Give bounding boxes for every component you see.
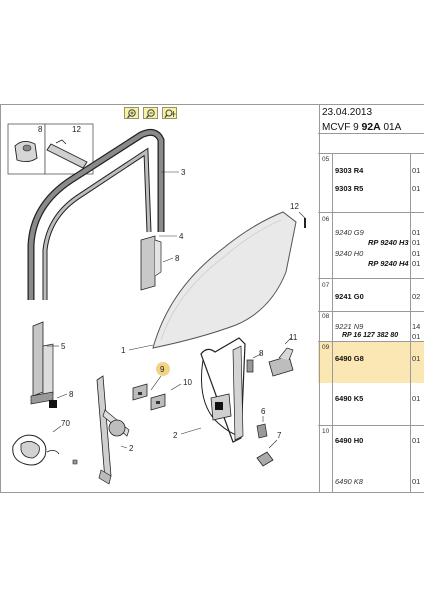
table-col-divider-1 xyxy=(332,153,333,492)
part-reference[interactable]: 6490 H0 xyxy=(335,436,364,445)
part-quantity: 01 xyxy=(412,228,421,237)
fastener-part xyxy=(256,423,268,439)
zoom-out-button[interactable] xyxy=(143,107,158,119)
callout-label: 11 xyxy=(289,333,298,342)
callout-label: 5 xyxy=(61,342,66,351)
part-quantity: 01 xyxy=(412,184,421,193)
model-code: MCVF 9 92A 01A xyxy=(322,121,401,133)
zoom-in-icon xyxy=(127,109,136,119)
row-divider xyxy=(318,425,424,426)
glass-clamp-pads xyxy=(132,383,166,411)
group-number: 05 xyxy=(322,156,330,163)
callout-label: 2 xyxy=(173,431,178,440)
part-reference[interactable]: 9221 N9 xyxy=(335,322,364,331)
window-regulator-left xyxy=(96,375,130,485)
callout-label: 2 xyxy=(129,444,134,453)
part-quantity: 01 xyxy=(412,477,421,486)
exploded-diagram: 8 12 3 4 8 12 1 5 9 xyxy=(0,104,320,492)
part-reference[interactable]: RP 9240 H4 xyxy=(368,259,409,268)
row-divider xyxy=(318,212,424,213)
callout-label: 7 xyxy=(277,431,282,440)
part-reference[interactable]: 9241 G0 xyxy=(335,292,364,301)
model-prefix: MCVF 9 xyxy=(322,122,362,133)
callout-label: 6 xyxy=(261,407,266,416)
part-reference[interactable]: 9240 H0 xyxy=(335,249,364,258)
window-glass xyxy=(152,211,297,349)
row-divider xyxy=(318,278,424,279)
motor-cover-part xyxy=(268,347,294,377)
group-number: 08 xyxy=(322,313,330,320)
table-col-divider-2 xyxy=(410,153,411,492)
part-reference[interactable]: 9240 G9 xyxy=(335,228,364,237)
callout-label: 8 xyxy=(259,349,264,358)
part-quantity: 01 xyxy=(412,259,421,268)
model-bold: 92A xyxy=(361,121,381,133)
part-quantity: 01 xyxy=(412,238,421,247)
part-reference[interactable]: 9303 R4 xyxy=(335,166,364,175)
part-quantity: 01 xyxy=(412,332,421,341)
selected-row-highlight xyxy=(318,341,424,383)
zoom-fit-icon xyxy=(164,109,176,118)
part-reference[interactable]: RP 9240 H3 xyxy=(368,238,409,247)
frame-bottom-border xyxy=(0,492,424,493)
part-reference[interactable]: RP 16 127 382 80 xyxy=(342,332,399,339)
callout-label: 9 xyxy=(160,365,165,374)
header-divider-2 xyxy=(318,153,424,154)
row-divider xyxy=(318,311,424,312)
bracket-part xyxy=(140,235,162,291)
part-quantity: 01 xyxy=(412,249,421,258)
group-number: 06 xyxy=(322,216,330,223)
door-frame-seal xyxy=(27,128,165,300)
callout-label: 8 xyxy=(175,254,180,263)
clip-detail-70 xyxy=(12,434,78,466)
part-reference[interactable]: 6490 K8 xyxy=(335,477,363,486)
callout-label: 8 xyxy=(69,390,74,399)
callout-label: 12 xyxy=(290,202,299,211)
part-quantity: 01 xyxy=(412,166,421,175)
callout-label: 3 xyxy=(181,168,186,177)
callout-label: 1 xyxy=(121,346,126,355)
highlight-circle xyxy=(156,362,170,376)
part-reference[interactable]: 6490 K5 xyxy=(335,394,364,403)
rear-channel-seal xyxy=(30,321,54,405)
row-divider xyxy=(318,341,424,342)
zoom-toolbar xyxy=(124,107,177,119)
callout-label: 70 xyxy=(61,419,70,428)
part-quantity: 01 xyxy=(412,394,421,403)
screw-part xyxy=(246,359,254,373)
zoom-fit-button[interactable] xyxy=(162,107,177,119)
catalog-date: 23.04.2013 xyxy=(322,107,373,118)
window-regulator-right xyxy=(200,337,246,443)
clip-part-drawing xyxy=(14,141,38,163)
part-quantity: 02 xyxy=(412,292,421,301)
zoom-in-button[interactable] xyxy=(124,107,139,119)
header-divider xyxy=(318,133,424,134)
part-quantity: 14 xyxy=(412,322,421,331)
part-reference-selected[interactable]: 6490 G8 xyxy=(335,354,364,363)
group-number: 09 xyxy=(322,344,330,351)
stud-part xyxy=(256,451,274,467)
callout-label: 12 xyxy=(72,125,81,134)
part-quantity: 01 xyxy=(412,436,421,445)
group-number: 10 xyxy=(322,428,330,435)
strip-part-drawing xyxy=(46,139,88,169)
part-reference[interactable]: 9303 R5 xyxy=(335,184,364,193)
group-number: 07 xyxy=(322,282,330,289)
callout-label: 10 xyxy=(183,378,192,387)
frame-top-border xyxy=(0,104,424,105)
part-quantity: 01 xyxy=(412,354,421,363)
zoom-out-icon xyxy=(146,109,155,119)
callout-label: 4 xyxy=(179,232,184,241)
square-nut-part xyxy=(49,400,57,408)
callout-label: 8 xyxy=(38,125,43,134)
model-suffix: 01A xyxy=(380,122,402,133)
